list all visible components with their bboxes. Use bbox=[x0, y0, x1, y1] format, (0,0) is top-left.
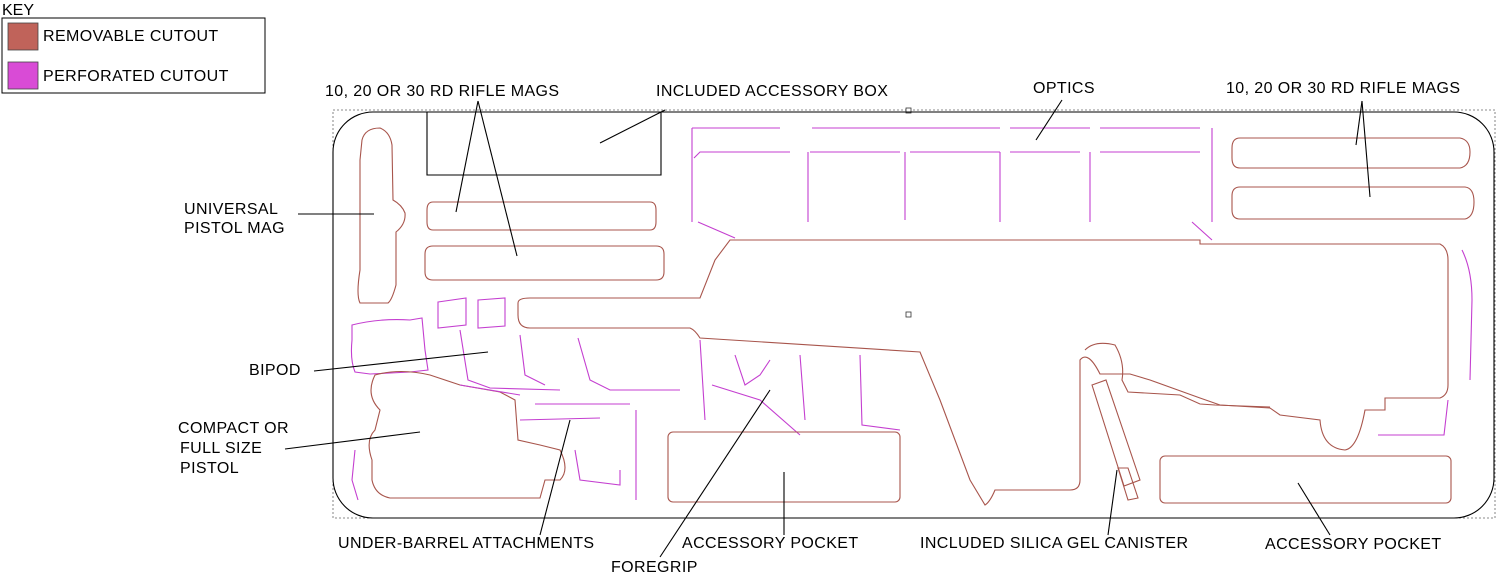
label-pistol-line3: PISTOL bbox=[180, 460, 239, 477]
accessory-pocket-right bbox=[1159, 455, 1452, 504]
label-silica-gel: INCLUDED SILICA GEL CANISTER bbox=[920, 535, 1188, 552]
leader-rifle-mag-left-b bbox=[477, 100, 518, 257]
pistol-perforation bbox=[351, 384, 621, 501]
label-pistol-mag-line2: PISTOL MAG bbox=[184, 220, 285, 237]
selection-frame bbox=[332, 109, 1496, 519]
leader-pistol bbox=[284, 431, 421, 450]
legend-box bbox=[1, 17, 266, 94]
leader-rifle-mag-left-a bbox=[455, 100, 479, 213]
pistol-mag-cutout bbox=[357, 127, 406, 304]
leader-accessory-box bbox=[599, 109, 666, 144]
label-under-barrel: UNDER-BARREL ATTACHMENTS bbox=[338, 535, 594, 552]
leader-rifle-mag-right-b bbox=[1361, 100, 1371, 198]
label-rifle-mags-right: 10, 20 OR 30 RD RIFLE MAGS bbox=[1226, 80, 1460, 97]
bipod-cutouts bbox=[350, 297, 680, 391]
label-optics: OPTICS bbox=[1033, 80, 1095, 97]
label-rifle-mags-left: 10, 20 OR 30 RD RIFLE MAGS bbox=[325, 83, 559, 100]
foregrip-cutouts bbox=[699, 339, 901, 436]
frame-handle-center bbox=[905, 311, 912, 318]
label-pistol-line2: FULL SIZE bbox=[180, 440, 262, 457]
rifle-stock-detail bbox=[1084, 342, 1271, 408]
legend-label-removable: REMOVABLE CUTOUT bbox=[43, 28, 219, 45]
right-side-perforation bbox=[1378, 249, 1473, 436]
leader-under-barrel bbox=[539, 419, 571, 536]
legend: KEY REMOVABLE CUTOUT PERFORATED CUTOUT bbox=[1, 2, 266, 94]
label-accessory-pocket-center: ACCESSORY POCKET bbox=[682, 535, 859, 552]
legend-title: KEY bbox=[2, 2, 34, 19]
label-accessory-box: INCLUDED ACCESSORY BOX bbox=[656, 83, 888, 100]
rifle-mag-left-1 bbox=[426, 201, 657, 231]
legend-label-perforated: PERFORATED CUTOUT bbox=[43, 68, 229, 85]
label-bipod: BIPOD bbox=[249, 362, 301, 379]
rifle-body-cutout bbox=[517, 239, 1449, 506]
label-pistol-line1: COMPACT OR bbox=[178, 420, 289, 437]
leader-lines bbox=[284, 99, 1371, 558]
silica-gel-cutout bbox=[1091, 379, 1141, 487]
frame-handle-top bbox=[905, 107, 912, 114]
pistol-cutout bbox=[368, 370, 566, 499]
silica-gel-tab bbox=[1117, 467, 1139, 501]
leader-silica-gel bbox=[1107, 469, 1118, 536]
label-pistol-mag-line1: UNIVERSAL bbox=[184, 201, 278, 218]
rifle-mag-right-2 bbox=[1231, 186, 1475, 220]
accessory-box-cutout bbox=[426, 112, 662, 176]
leader-optics bbox=[1035, 99, 1063, 141]
under-barrel-cutouts bbox=[519, 403, 637, 500]
callout-labels: 10, 20 OR 30 RD RIFLE MAGS INCLUDED ACCE… bbox=[178, 80, 1460, 576]
leader-bipod bbox=[313, 351, 489, 372]
leader-rifle-mag-right-a bbox=[1355, 100, 1363, 146]
legend-swatch-removable bbox=[7, 22, 39, 51]
case-outline bbox=[332, 111, 1495, 519]
label-foregrip: FOREGRIP bbox=[611, 559, 698, 576]
label-accessory-pocket-right: ACCESSORY POCKET bbox=[1265, 536, 1442, 553]
optics-cutouts bbox=[691, 127, 1213, 241]
legend-swatch-perforated bbox=[7, 61, 39, 90]
rifle-mag-right-1 bbox=[1231, 137, 1471, 169]
rifle-mag-left-2 bbox=[424, 245, 665, 281]
leader-accessory-pocket-right bbox=[1297, 482, 1331, 536]
leader-foregrip bbox=[659, 389, 771, 558]
